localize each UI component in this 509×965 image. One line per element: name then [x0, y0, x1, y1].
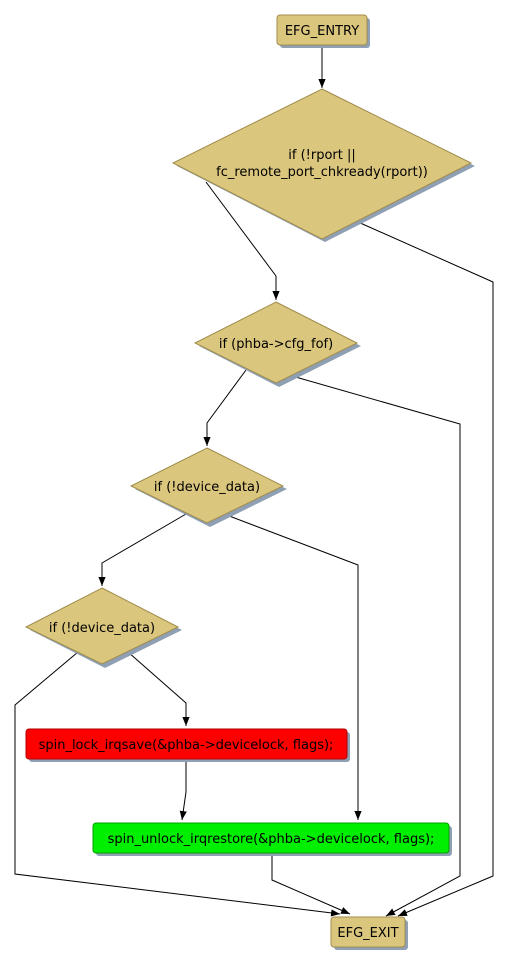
decision-device-data-1: if (!device_data) [129, 447, 287, 527]
decision-device-data-2-shape [24, 587, 180, 665]
decision-rport-shape [171, 88, 473, 240]
entry-node-box [276, 14, 368, 46]
decision-rport: if (!rport || fc_remote_port_chkready(rp… [171, 88, 475, 242]
edge-cond1-true-to-cond2 [205, 181, 280, 300]
decision-rport-label-line2: fc_remote_port_chkready(rport)) [216, 165, 428, 180]
decision-device-data-2: if (!device_data) [24, 587, 182, 668]
lock-node: spin_lock_irqsave(&phba->devicelock, fla… [25, 728, 350, 762]
exit-node-label: EFG_EXIT [337, 926, 398, 941]
unlock-node-box [92, 822, 450, 854]
decision-device-data-1-shape [129, 447, 285, 524]
decision-device-data-1-label: if (!device_data) [154, 480, 260, 495]
exit-node-box [330, 916, 406, 948]
decision-device-data-2-label: if (!device_data) [49, 621, 155, 636]
edge-cond4-false-to-exit [14, 651, 341, 917]
edge-cond2-true-to-cond3 [203, 369, 247, 446]
edge-cond3-true-to-cond4 [98, 513, 187, 586]
edge-cond4-true-to-lock [127, 651, 190, 726]
edge-cond3-false-to-unlock [223, 513, 362, 820]
exit-node: EFG_EXIT [330, 916, 408, 950]
lock-node-box [25, 728, 348, 760]
edge-unlock-to-exit [271, 853, 351, 915]
decision-rport-label-line1: if (!rport || [288, 148, 356, 163]
edge-cond2-false-to-exit [291, 375, 461, 917]
edge-lock-to-unlock [179, 760, 187, 821]
edge-cond1-false-to-exit [357, 221, 494, 917]
entry-node-label: EFG_ENTRY [285, 24, 359, 39]
edges [14, 46, 494, 917]
unlock-node-label: spin_unlock_irqrestore(&phba->devicelock… [108, 832, 435, 847]
lock-node-label: spin_lock_irqsave(&phba->devicelock, fla… [39, 738, 334, 753]
decision-cfg-fof-shape [193, 301, 359, 384]
entry-node: EFG_ENTRY [276, 14, 370, 48]
unlock-node: spin_unlock_irqrestore(&phba->devicelock… [92, 822, 452, 856]
decision-cfg-fof-label: if (phba->cfg_fof) [219, 337, 333, 352]
decision-cfg-fof: if (phba->cfg_fof) [193, 301, 361, 387]
